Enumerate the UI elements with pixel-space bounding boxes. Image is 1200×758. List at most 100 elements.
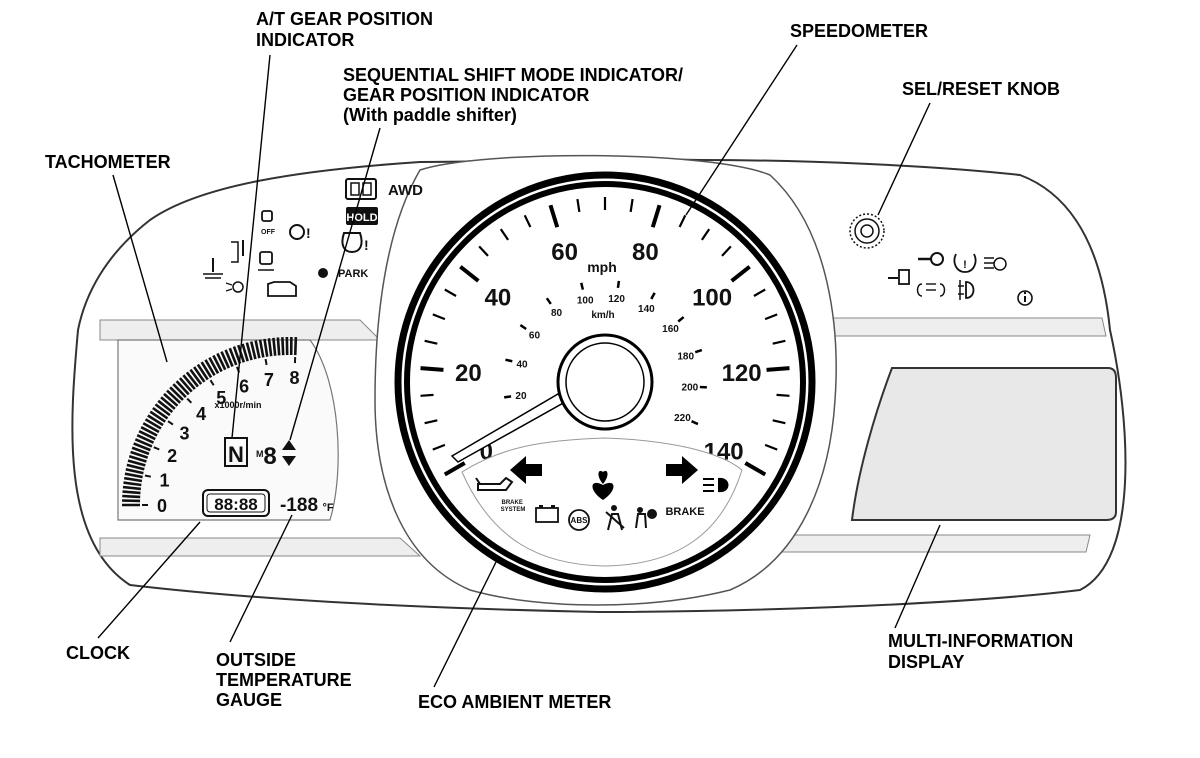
tachometer-tick — [144, 474, 152, 478]
at-gear-letter: N — [228, 442, 244, 467]
multi-information-display — [850, 367, 1117, 521]
kmh-tick-label: 40 — [516, 359, 528, 370]
seatbelt-icon — [605, 505, 625, 531]
tachometer-bar — [163, 392, 179, 407]
mph-tick — [443, 461, 466, 477]
outside-temperature-display: -188 °F — [280, 495, 334, 516]
sel-reset-knob-icon[interactable] — [849, 213, 885, 249]
kmh-tick-label: 120 — [608, 294, 625, 305]
kmh-tick-label: 20 — [515, 391, 527, 402]
kmh-tick — [505, 358, 513, 363]
kmh-tick-label: 160 — [662, 324, 679, 335]
key-icon — [918, 252, 944, 266]
tachometer-bar — [133, 442, 151, 452]
speedometer-ring-inner — [404, 181, 806, 583]
mph-tick — [499, 228, 510, 241]
tachometer-tick-label: 2 — [167, 446, 177, 466]
kmh-tick-label: 220 — [674, 413, 691, 424]
tachometer-bar — [267, 338, 273, 357]
mph-tick — [424, 419, 438, 425]
mph-tick — [576, 198, 581, 213]
tachometer-bar — [149, 410, 166, 423]
tachometer-bar — [212, 354, 223, 373]
tachometer-bar — [263, 338, 269, 357]
steering-warning-icon — [231, 240, 244, 263]
tachometer-bar — [152, 406, 169, 420]
tachometer-bar — [189, 368, 203, 385]
tachometer-bar — [147, 414, 164, 427]
mph-tick-label: 100 — [692, 285, 732, 312]
label-clock: CLOCK — [66, 643, 130, 663]
leader-eco-ambient — [433, 559, 498, 688]
tachometer-bar — [172, 383, 187, 399]
tachometer-bar — [276, 337, 281, 356]
mph-tick — [753, 288, 766, 297]
label-outside-temperature-gauge: OUTSIDE TEMPERATURE GAUGE — [216, 650, 357, 710]
tachometer-bar — [154, 403, 171, 417]
trailer-icon — [888, 269, 910, 285]
coolant-icon — [203, 258, 223, 279]
check-engine-icon — [267, 281, 297, 297]
tachometer-bar — [196, 363, 209, 381]
mph-tick — [548, 204, 560, 228]
tachometer-bar — [122, 485, 141, 491]
tachometer-bar — [224, 349, 234, 367]
mph-tick — [432, 313, 446, 321]
mph-tick — [444, 288, 457, 297]
tachometer-tick-label: 4 — [196, 404, 206, 424]
oil-icon — [475, 476, 514, 491]
tachometer-bar — [293, 337, 298, 356]
tachometer-bar — [123, 476, 143, 483]
tachometer-tick-label: 0 — [157, 496, 167, 516]
callout-labels: A/T GEAR POSITION INDICATOR SEQUENTIAL S… — [45, 9, 1078, 712]
tachometer-tick — [209, 379, 215, 386]
tachometer-bar — [134, 438, 153, 448]
mph-tick — [721, 245, 732, 257]
svg-text:ABS: ABS — [571, 516, 589, 525]
mph-tick — [766, 366, 790, 372]
label-tachometer: TACHOMETER — [45, 152, 171, 172]
tachometer-bar — [122, 490, 141, 495]
kmh-tick — [503, 395, 512, 399]
mph-tick-label: 80 — [632, 239, 659, 266]
tachometer-bar — [216, 352, 227, 371]
tachometer-bar — [140, 426, 158, 437]
tachometer-bar — [200, 361, 213, 379]
mph-tick — [478, 245, 489, 257]
leader-speedometer — [685, 44, 798, 216]
tachometer-bar — [131, 446, 150, 456]
tachometer-bar — [249, 341, 257, 360]
tpms-icon: ! — [341, 232, 369, 254]
tachometer-bar — [228, 347, 238, 366]
leader-multi-info — [894, 524, 941, 629]
tachometer-bar — [193, 366, 206, 383]
auto-high-beam-icon — [916, 283, 946, 297]
mph-tick — [730, 265, 751, 283]
kmh-tick-label: 60 — [529, 331, 541, 342]
battery-icon — [535, 505, 559, 523]
brake-label: BRAKE — [665, 506, 704, 518]
mph-tick — [424, 339, 438, 345]
tachometer-bar — [258, 339, 265, 358]
kmh-tick-label: 140 — [638, 304, 655, 315]
airbag-icon — [635, 507, 657, 529]
mph-tick — [678, 214, 687, 228]
tachometer-tick — [167, 420, 174, 426]
svg-text:!: ! — [963, 259, 967, 271]
mph-tick — [629, 198, 634, 213]
tachometer-bar — [204, 359, 216, 377]
tachometer-bar — [208, 356, 220, 375]
label-sequential-shift-indicator: SEQUENTIAL SHIFT MODE INDICATOR/ GEAR PO… — [343, 65, 688, 125]
tachometer-bar — [169, 386, 184, 401]
info-icon — [1017, 290, 1033, 306]
speedometer-warning-icons: BRAKE SYSTEM ABS BRAKE — [475, 456, 729, 531]
tachometer-bar — [182, 374, 196, 390]
mph-tick — [772, 339, 786, 345]
mph-tick — [420, 366, 444, 372]
tachometer-bar — [144, 418, 162, 430]
gear-m-label: M — [256, 449, 264, 459]
label-multi-information-display: MULTI-INFORMATION DISPLAY — [888, 631, 1078, 672]
